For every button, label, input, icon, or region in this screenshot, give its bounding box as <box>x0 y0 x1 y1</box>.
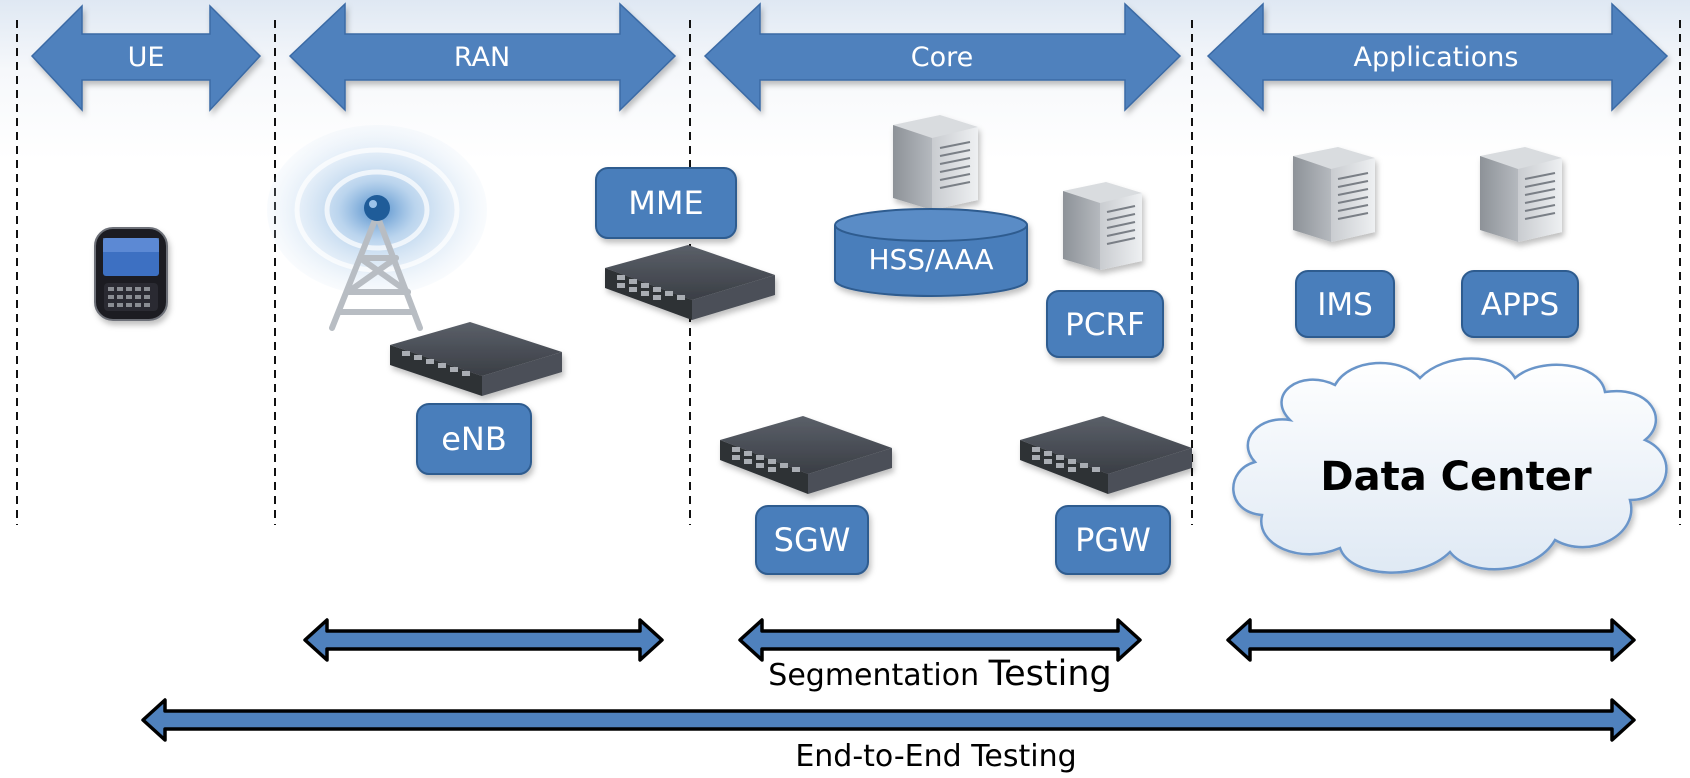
pgw-box: PGW <box>1055 505 1171 575</box>
data-center-label: Data Center <box>1320 454 1591 500</box>
segmentation-arrow-ran <box>303 618 664 662</box>
apps-label: APPS <box>1481 287 1559 323</box>
enb-label: eNB <box>441 420 507 458</box>
end-to-end-testing-label: End-to-End Testing <box>795 739 1076 774</box>
zone-arrow-ran: RAN <box>288 2 677 112</box>
zone-label-ue: UE <box>128 42 165 73</box>
pcrf-box: PCRF <box>1046 290 1164 358</box>
smartphone-icon <box>94 227 168 321</box>
segmentation-arrow-applications <box>1226 618 1636 662</box>
pcrf-label: PCRF <box>1065 307 1145 343</box>
segmentation-arrow-core <box>738 618 1142 662</box>
switch-icon-enb <box>390 322 562 396</box>
zone-arrow-applications: Applications <box>1206 2 1669 112</box>
server-icon-hss <box>893 115 978 210</box>
apps-box: APPS <box>1461 270 1579 338</box>
zone-label-core: Core <box>911 42 974 73</box>
hss-aaa-database: HSS/AAA <box>834 208 1028 297</box>
server-icon-pcrf <box>1063 182 1142 270</box>
zone-arrow-core: Core <box>703 2 1182 112</box>
ims-box: IMS <box>1295 270 1395 338</box>
segmentation-testing-label: Segmentation Testing <box>768 654 1111 694</box>
sgw-label: SGW <box>774 521 851 559</box>
pgw-label: PGW <box>1075 521 1151 559</box>
sgw-box: SGW <box>755 505 869 575</box>
zone-label-applications: Applications <box>1354 42 1519 73</box>
testing-word: Testing <box>988 654 1112 694</box>
hss-aaa-label: HSS/AAA <box>868 243 993 276</box>
switch-icon-sgw <box>720 416 892 494</box>
data-center-cloud: Data Center <box>1232 357 1668 574</box>
switch-icon-mme <box>605 245 775 320</box>
mme-label: MME <box>628 184 703 222</box>
cell-tower-icon <box>267 125 487 331</box>
server-icon-apps <box>1480 147 1562 242</box>
enb-box: eNB <box>416 403 532 475</box>
zone-arrow-ue: UE <box>30 4 262 112</box>
zone-label-ran: RAN <box>454 42 510 73</box>
ims-label: IMS <box>1317 287 1373 323</box>
end-to-end-arrow <box>141 698 1636 742</box>
switch-icon-pgw <box>1020 416 1192 494</box>
segmentation-word: Segmentation <box>768 658 988 693</box>
server-icon-ims <box>1293 147 1375 242</box>
mme-box: MME <box>595 167 737 239</box>
